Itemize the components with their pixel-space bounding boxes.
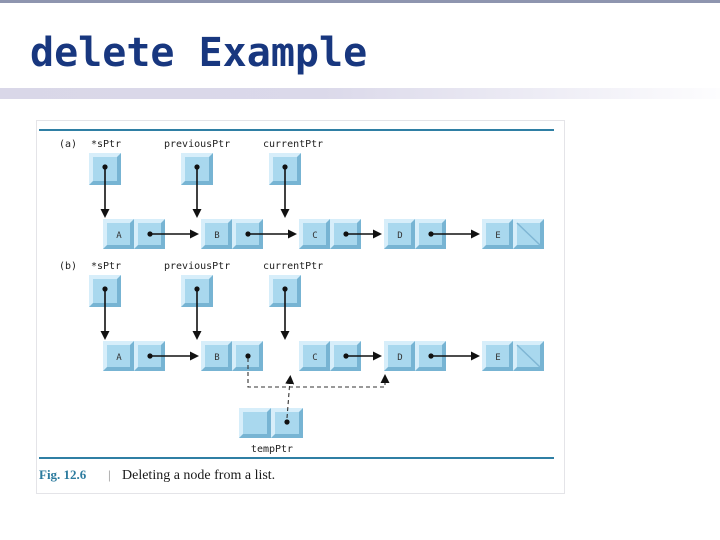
node-letter-b-parta: B: [214, 231, 219, 241]
slide-title: delete Example: [30, 30, 368, 76]
null-slash-parta: [516, 222, 541, 246]
node-data-box: [201, 219, 232, 249]
link-dot: [282, 286, 288, 292]
temp-node-data-box: [239, 408, 271, 438]
link-dot: [102, 164, 108, 170]
node-letter-d-partb: D: [397, 353, 402, 363]
link-dot: [282, 164, 288, 170]
node-data-box: [384, 341, 415, 371]
temp-node-next-box: [271, 408, 303, 438]
temp-pointer-label: tempPtr: [251, 444, 293, 455]
pointer-label-previousptr-b: previousPtr: [164, 261, 230, 272]
figure-caption-label: Fig. 12.6: [39, 467, 87, 482]
part-b-tag: (b): [59, 261, 77, 272]
node-letter-e-parta: E: [495, 231, 500, 241]
node-data-box: [299, 341, 330, 371]
pointer-box: [181, 153, 213, 185]
part-a-tag: (a): [59, 139, 77, 150]
dashed-arrow-temp-to-c: [285, 375, 295, 419]
pointer-box: [89, 153, 121, 185]
node-data-box: [103, 219, 134, 249]
pointer-label-currentptr-b: currentPtr: [263, 261, 323, 272]
pointer-label-previousptr-a: previousPtr: [164, 139, 230, 150]
node-data-box: [384, 219, 415, 249]
figure-caption-text: Deleting a node from a list.: [122, 468, 275, 483]
link-dot: [284, 419, 290, 425]
link-dot: [194, 164, 200, 170]
link-dot: [245, 353, 251, 359]
pointer-label-sptr-a: *sPtr: [91, 139, 121, 150]
pointer-label-sptr-b: *sPtr: [91, 261, 121, 272]
node-data-box: [482, 341, 513, 371]
dashed-arrows: [247, 358, 390, 419]
solid-arrows: [100, 169, 480, 361]
node-letter-b-partb: B: [214, 353, 219, 363]
window-top-edge: [0, 0, 720, 3]
node-letter-c-parta: C: [312, 231, 317, 241]
diagram-boxes: [89, 153, 544, 438]
figure-panel: (a) *sPtr previousPtr currentPtr A B C D…: [36, 120, 565, 494]
node-letter-a-partb: A: [116, 353, 122, 363]
null-slash-partb: [516, 344, 541, 368]
figure-caption-separator: |: [108, 467, 111, 482]
link-dot: [194, 286, 200, 292]
node-letter-d-parta: D: [397, 231, 402, 241]
dashed-arrow-b-to-d: [247, 358, 390, 388]
node-data-box: [103, 341, 134, 371]
node-letter-e-partb: E: [495, 353, 500, 363]
node-data-box: [201, 341, 232, 371]
link-dot: [102, 286, 108, 292]
diagram-link-dots: [102, 164, 434, 425]
node-letter-c-partb: C: [312, 353, 317, 363]
node-data-box: [482, 219, 513, 249]
title-underline-bar: [0, 88, 720, 99]
figure-svg: (a) *sPtr previousPtr currentPtr A B C D…: [39, 129, 554, 483]
node-data-box: [299, 219, 330, 249]
pointer-label-currentptr-a: currentPtr: [263, 139, 323, 150]
node-letter-a-parta: A: [116, 231, 122, 241]
